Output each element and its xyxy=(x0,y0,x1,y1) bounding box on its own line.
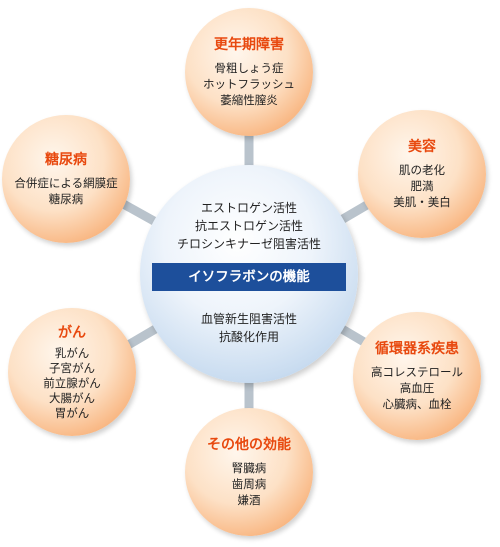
node-item: 胃がん xyxy=(54,405,90,420)
hub-banner: イソフラボンの機能 xyxy=(152,263,346,291)
hub-activity: 抗エストロゲン活性 xyxy=(194,219,303,233)
node-title: がん xyxy=(58,324,86,341)
hub-activity: 血管新生阻害活性 xyxy=(200,312,297,326)
node-title: 糖尿病 xyxy=(45,152,87,168)
node-item: 糖尿病 xyxy=(48,192,84,206)
hub-activity: 抗酸化作用 xyxy=(218,330,279,344)
node-other-effects: その他の効能 腎臓病 歯周病 嫌酒 xyxy=(185,408,313,536)
node-item: 大腸がん xyxy=(49,390,95,405)
node-item: 萎縮性膣炎 xyxy=(220,93,278,107)
node-title: 美容 xyxy=(408,139,436,155)
node-item: 嫌酒 xyxy=(237,493,261,507)
node-item: 歯周病 xyxy=(231,477,267,491)
node-item: 骨粗しょう症 xyxy=(214,61,284,75)
hub-activity: チロシンキナーゼ阻害活性 xyxy=(176,237,321,251)
node-item: ホットフラッシュ xyxy=(203,77,295,91)
node-item: 肌の老化 xyxy=(399,163,445,177)
node-title: 循環器系疾患 xyxy=(375,341,459,357)
node-circulatory: 循環器系疾患 高コレステロール 高血圧 心臓病、血栓 xyxy=(353,312,481,440)
node-item: 肥満 xyxy=(410,179,434,193)
node-item: 高血圧 xyxy=(399,381,435,395)
node-item: 高コレステロール xyxy=(371,365,463,379)
node-item: 合併症による網膜症 xyxy=(14,176,118,190)
node-title: その他の効能 xyxy=(207,437,291,453)
node-item: 腎臓病 xyxy=(231,461,267,475)
center-hub: エストロゲン活性 抗エストロゲン活性 チロシンキナーゼ阻害活性 イソフラボンの機… xyxy=(140,165,358,383)
node-beauty: 美容 肌の老化 肥満 美肌・美白 xyxy=(358,110,486,238)
node-item: 美肌・美白 xyxy=(393,195,451,209)
node-title: 更年期障害 xyxy=(214,37,284,53)
node-item: 子宮がん xyxy=(49,360,95,375)
hub-activity: エストロゲン活性 xyxy=(200,201,297,215)
node-item: 前立腺がん xyxy=(43,375,101,390)
node-cancer: がん 乳がん 子宮がん 前立腺がん 大腸がん 胃がん xyxy=(8,308,136,436)
node-menopause: 更年期障害 骨粗しょう症 ホットフラッシュ 萎縮性膣炎 xyxy=(185,8,313,136)
node-diabetes: 糖尿病 合併症による網膜症 糖尿病 xyxy=(2,115,130,243)
node-item: 乳がん xyxy=(54,345,90,360)
node-item: 心臓病、血栓 xyxy=(382,397,452,411)
